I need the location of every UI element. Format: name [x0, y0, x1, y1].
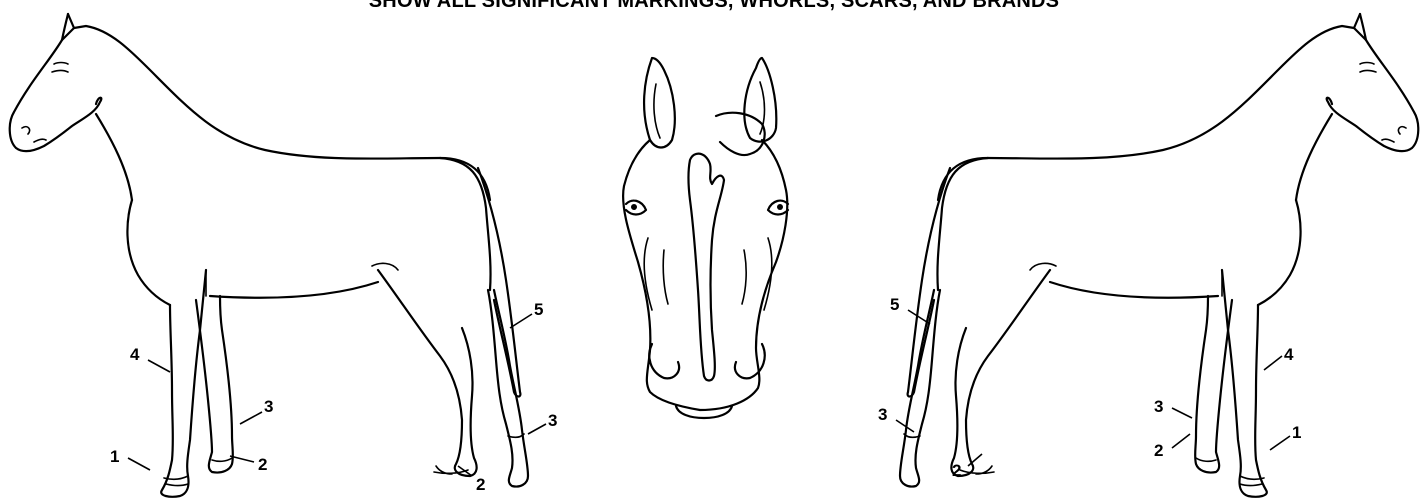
- leader-line: [908, 310, 930, 324]
- callout-label: 5: [534, 300, 543, 319]
- left-horse-drawing: [10, 14, 528, 497]
- right-horse-drawing: [900, 14, 1418, 497]
- callout-label: 3: [264, 397, 273, 416]
- right-horse-callouts: 5 3 2 3 2 4 1: [878, 295, 1301, 480]
- callout-label: 2: [952, 461, 961, 480]
- callout-label: 3: [878, 405, 887, 424]
- callout-label: 3: [1154, 397, 1163, 416]
- callout-label: 4: [1284, 345, 1294, 364]
- callout-label: 2: [1154, 441, 1163, 460]
- callout-label: 5: [890, 295, 899, 314]
- leader-line: [510, 314, 532, 328]
- leader-line: [148, 360, 170, 372]
- left-horse-callouts: 1 2 3 4 2 3 5: [110, 300, 557, 494]
- leader-line: [528, 424, 546, 434]
- horse-head-front-view: [623, 58, 788, 418]
- callout-label: 4: [130, 345, 140, 364]
- leader-line: [1172, 434, 1190, 448]
- leader-line: [128, 458, 150, 470]
- callout-label: 2: [258, 455, 267, 474]
- callout-label: 3: [548, 411, 557, 430]
- callout-label: 2: [476, 475, 485, 494]
- callout-label: 1: [1292, 423, 1301, 442]
- leader-line: [1172, 408, 1192, 418]
- leader-line: [1264, 356, 1282, 370]
- leader-line: [240, 412, 262, 424]
- callout-label: 1: [110, 447, 119, 466]
- leader-line: [1270, 436, 1290, 450]
